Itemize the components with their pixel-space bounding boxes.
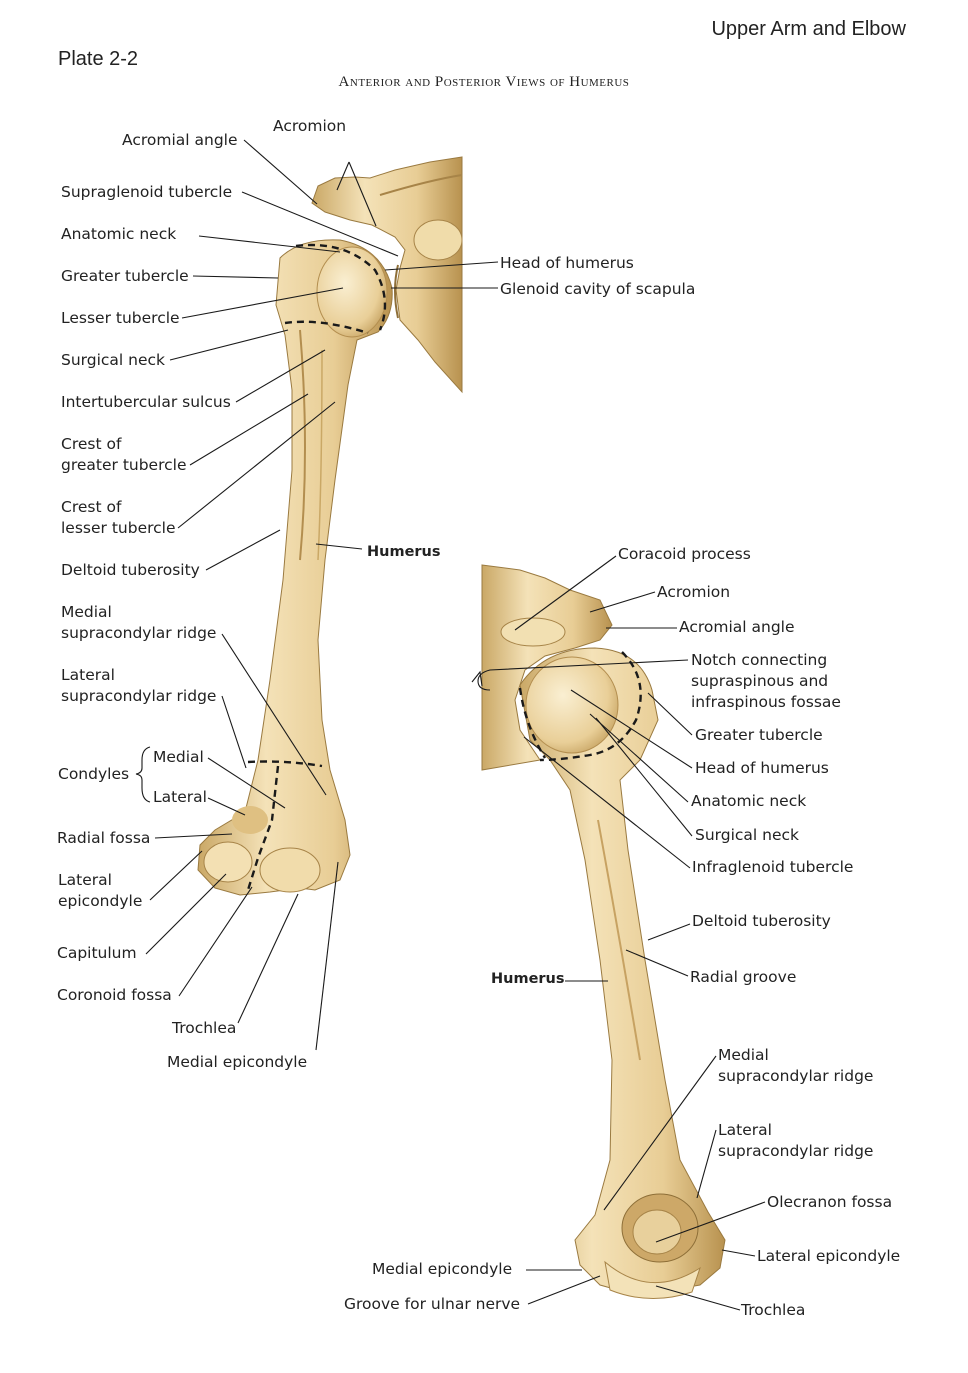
label-anatomic-neck: Anatomic neck: [61, 225, 177, 243]
label-acromial-angle: Acromial angle: [122, 131, 238, 149]
label-condyles: Condyles: [58, 765, 130, 783]
label-acromion-posterior: Acromion: [657, 583, 731, 601]
label-greater-tubercle-posterior: Greater tubercle: [695, 726, 823, 744]
label-acromial-angle-posterior: Acromial angle: [679, 618, 795, 636]
label-condyle-lateral: Lateral: [153, 788, 207, 806]
label-coracoid-process: Coracoid process: [618, 545, 751, 563]
label-head-of-humerus: Head of humerus: [500, 254, 634, 272]
label-trochlea-posterior: Trochlea: [741, 1301, 806, 1319]
label-infraglenoid-tubercle: Infraglenoid tubercle: [692, 858, 854, 876]
page-title: Anterior and Posterior Views of Humerus: [338, 74, 630, 90]
label-olecranon-fossa: Olecranon fossa: [767, 1193, 893, 1211]
label-humerus-anterior: Humerus: [367, 544, 441, 560]
label-intertubercular-sulcus: Intertubercular sulcus: [61, 393, 231, 411]
posterior-leader-lines: [471, 555, 766, 1311]
label-deltoid-tuberosity: Deltoid tuberosity: [61, 561, 200, 579]
label-anatomic-neck-posterior: Anatomic neck: [691, 792, 807, 810]
label-glenoid-cavity: Glenoid cavity of scapula: [500, 280, 696, 298]
section-title: Upper Arm and Elbow: [711, 18, 906, 40]
label-condyle-medial: Medial: [153, 748, 204, 766]
anterior-leader-lines: [135, 139, 499, 1051]
label-trochlea: Trochlea: [172, 1019, 237, 1037]
anterior-humerus: [197, 239, 393, 896]
label-lateral-epicondyle-posterior: Lateral epicondyle: [757, 1247, 901, 1265]
label-head-of-humerus-posterior: Head of humerus: [695, 759, 829, 777]
posterior-dashed-lines: [518, 651, 642, 762]
plate-number: Plate 2-2: [58, 48, 139, 70]
label-lesser-tubercle: Lesser tubercle: [61, 309, 180, 327]
label-surgical-neck: Surgical neck: [61, 351, 166, 369]
label-radial-groove: Radial groove: [690, 968, 797, 986]
label-acromion: Acromion: [273, 117, 347, 135]
label-surgical-neck-posterior: Surgical neck: [695, 826, 800, 844]
posterior-humerus: [519, 647, 726, 1299]
label-radial-fossa: Radial fossa: [57, 829, 151, 847]
label-coronoid-fossa: Coronoid fossa: [57, 986, 172, 1004]
label-capitulum: Capitulum: [57, 944, 137, 962]
label-humerus-posterior: Humerus: [491, 971, 565, 987]
label-groove-ulnar-nerve: Groove for ulnar nerve: [344, 1295, 521, 1313]
label-greater-tubercle: Greater tubercle: [61, 267, 189, 285]
label-medial-epicondyle: Medial epicondyle: [167, 1053, 308, 1071]
label-deltoid-tuberosity-posterior: Deltoid tuberosity: [692, 912, 831, 930]
posterior-scapula: [481, 564, 613, 771]
label-supraglenoid-tubercle: Supraglenoid tubercle: [61, 183, 233, 201]
anterior-dashed-lines: [246, 243, 387, 891]
label-medial-epicondyle-posterior: Medial epicondyle: [372, 1260, 513, 1278]
